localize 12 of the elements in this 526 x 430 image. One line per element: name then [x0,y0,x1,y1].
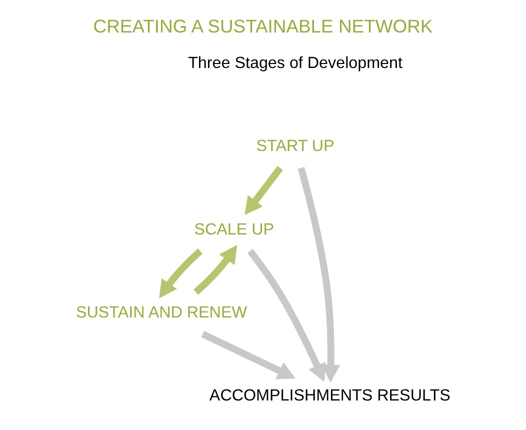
label: Three Stages of Development [188,54,403,72]
arrow [244,166,283,216]
diagram-title: CREATING A SUSTAINABLE NETWORK [93,15,433,36]
arrow [298,167,340,383]
arrow [159,248,203,298]
node-text: SUSTAIN AND RENEW [76,303,247,322]
arrow [201,330,296,380]
node-text: SCALE UP [194,220,274,238]
arrow [247,248,326,382]
node-text: ACCOMPLISHMENTS RESULTS [209,386,450,404]
arrow [194,245,238,295]
node-text: START UP [256,137,334,156]
